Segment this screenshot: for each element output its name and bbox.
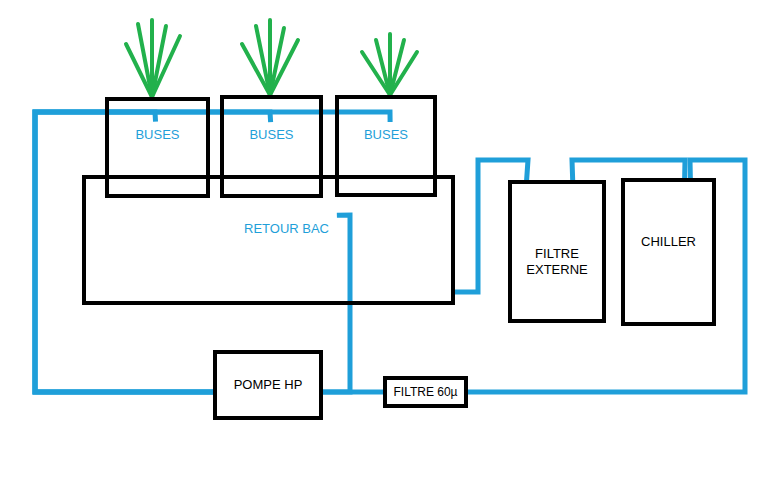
pipe <box>468 160 745 392</box>
node-label: FILTRE 60µ <box>389 385 461 399</box>
node-label: RETOUR BAC <box>240 221 333 237</box>
pipe <box>35 112 213 392</box>
nozzle-box: BUSES <box>220 95 323 198</box>
filter-box: FILTRE 60µ <box>383 376 468 408</box>
plant <box>362 34 417 95</box>
node-label: BUSES <box>245 127 297 143</box>
pump-box: POMPE HP <box>213 350 323 420</box>
nozzle-box: BUSES <box>105 97 210 198</box>
node-label: POMPE HP <box>230 377 307 393</box>
nozzle-box: BUSES <box>335 95 437 197</box>
node-label: BUSES <box>131 127 183 143</box>
plant <box>242 20 298 95</box>
filter-box: FILTRE EXTERNE <box>508 180 606 323</box>
node-label: FILTRE EXTERNE <box>512 246 602 277</box>
node-label: BUSES <box>360 127 412 143</box>
node-label: CHILLER <box>637 234 700 250</box>
plant <box>126 20 180 97</box>
chiller-box: CHILLER <box>621 178 716 326</box>
pipe <box>572 160 685 180</box>
